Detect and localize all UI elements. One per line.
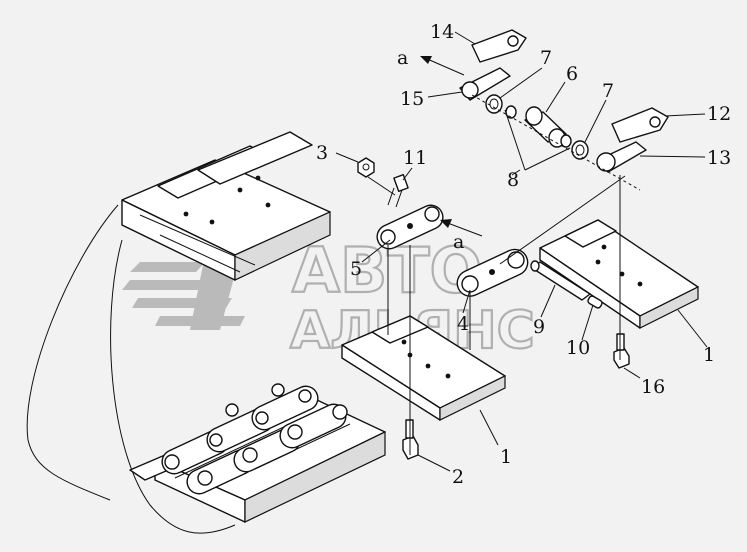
label-7-left: 7 <box>540 47 552 69</box>
master-link-15 <box>459 67 511 101</box>
master-link-12 <box>611 107 669 143</box>
arrow-a-middle <box>440 219 483 237</box>
lower-track-chain-assembly <box>129 383 386 523</box>
label-9: 9 <box>533 316 545 338</box>
label-1-left: 1 <box>500 446 512 468</box>
label-2: 2 <box>452 466 464 488</box>
label-12: 12 <box>707 103 731 125</box>
watermark-emblem-icon <box>122 255 245 330</box>
label-8: 8 <box>507 169 519 191</box>
label-1-right: 1 <box>703 344 715 366</box>
label-5: 5 <box>350 258 362 280</box>
spacer-ring-small-b <box>560 134 572 148</box>
part-labels: 14 15 7 6 7 12 13 8 3 11 5 4 1 2 9 10 1 … <box>316 21 731 488</box>
upper-track-shoes <box>121 131 331 281</box>
label-4: 4 <box>457 313 469 335</box>
assembly-guide-lines <box>367 94 641 455</box>
track-shoe-left <box>341 315 506 421</box>
label-13: 13 <box>707 147 731 169</box>
label-11: 11 <box>403 147 427 169</box>
track-link-5 <box>376 204 444 250</box>
bolt-16 <box>613 333 630 369</box>
label-7-right: 7 <box>602 80 614 102</box>
bolt-11 <box>387 174 409 208</box>
label-6: 6 <box>566 63 578 85</box>
lower-chain-links <box>161 383 348 495</box>
leader-lines <box>335 31 708 472</box>
label-a-top: a <box>397 47 408 69</box>
track-link-4 <box>456 248 529 297</box>
arrow-a-top <box>420 56 465 76</box>
bushing-6 <box>524 106 567 148</box>
nut-3 <box>357 157 375 178</box>
track-loop-outline <box>26 204 236 534</box>
label-14: 14 <box>430 21 454 43</box>
track-shoe-right <box>539 219 699 329</box>
label-10: 10 <box>566 337 590 359</box>
label-a-middle: a <box>453 231 464 253</box>
pin-9 <box>530 260 591 301</box>
label-3: 3 <box>316 142 328 164</box>
label-16: 16 <box>641 376 665 398</box>
seal-ring-7a <box>485 94 503 114</box>
label-15: 15 <box>400 88 424 110</box>
seal-ring-7b <box>571 140 589 160</box>
master-link-14 <box>471 29 527 63</box>
master-link-13 <box>596 141 647 173</box>
